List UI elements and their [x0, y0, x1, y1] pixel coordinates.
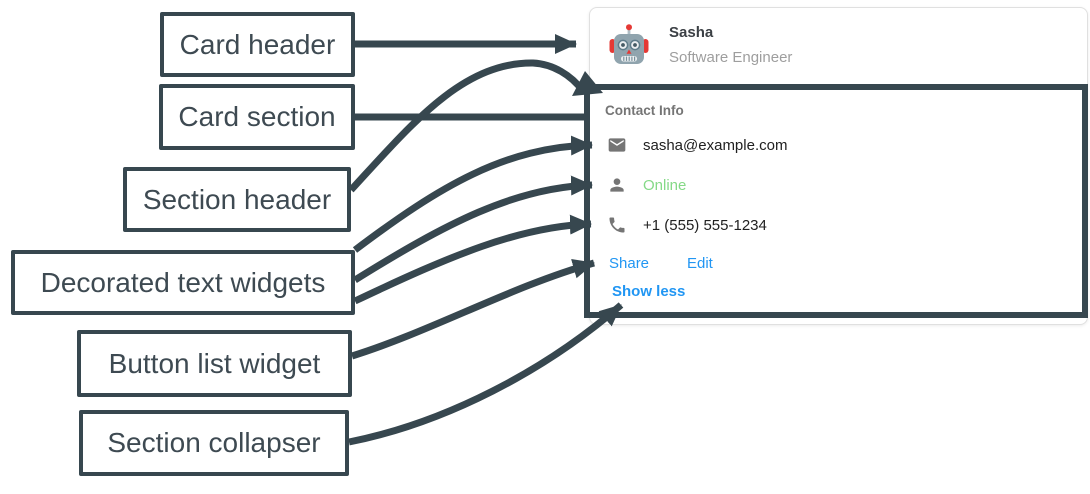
label-card-header: Card header: [160, 12, 355, 77]
label-card-section: Card section: [159, 84, 355, 150]
person-icon: [610, 178, 624, 192]
arrow-section-collapser: [348, 302, 624, 446]
arrow-section-header: [348, 59, 586, 193]
edit-button[interactable]: Edit: [687, 255, 713, 272]
phone-text: +1 (555) 555-1234: [643, 216, 767, 234]
label-decorated-text-widgets: Decorated text widgets: [11, 250, 355, 315]
email-text: sasha@example.com: [643, 136, 788, 154]
arrow-decorated-status: [353, 175, 593, 283]
arrow-decorated-email: [352, 135, 593, 253]
email-icon: [608, 138, 626, 152]
card-header: Sasha Software Engineer: [609, 23, 792, 67]
phone-icon: [609, 217, 625, 233]
robot-avatar-icon: [609, 24, 649, 64]
show-less-button[interactable]: Show less: [612, 283, 686, 300]
user-role: Software Engineer: [669, 48, 793, 66]
share-button[interactable]: Share: [609, 255, 650, 272]
phone-row: +1 (555) 555-1234: [607, 215, 767, 235]
label-section-collapser: Section collapser: [79, 410, 349, 476]
status-text: Online: [643, 176, 687, 194]
email-row: sasha@example.com: [607, 135, 787, 155]
arrow-decorated-phone: [353, 214, 592, 305]
card-section: Contact Info sasha@example.com Online +1…: [584, 84, 1088, 318]
status-row: Online: [607, 175, 686, 195]
profile-card: Sasha Software Engineer: [589, 7, 1088, 325]
label-button-list-widget: Button list widget: [77, 330, 352, 397]
section-header-title: Contact Info: [605, 103, 684, 118]
arrow-button-list: [350, 259, 595, 360]
label-section-header: Section header: [123, 167, 351, 232]
user-name: Sasha: [669, 23, 714, 41]
